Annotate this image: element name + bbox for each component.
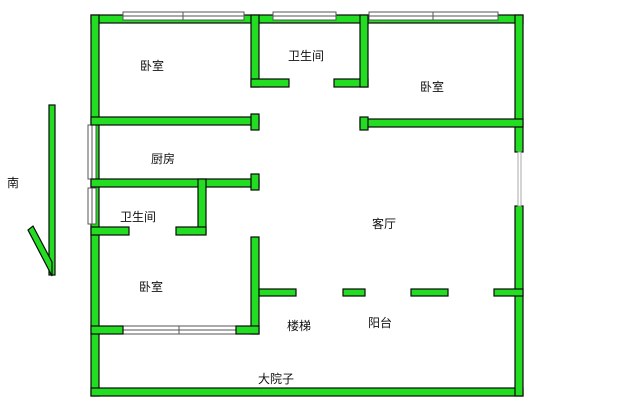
label-bedroom-bottom-left: 卧室 xyxy=(139,279,163,294)
bedroom-right-bottom-wall xyxy=(359,118,524,128)
outer-wall-bottom xyxy=(90,387,524,397)
outer-wall-right-lower xyxy=(514,205,524,397)
label-stairs: 楼梯 xyxy=(287,318,311,333)
window-top-middle xyxy=(272,11,337,21)
bedroom-bottom-right-wall xyxy=(250,236,260,335)
south-arrow-icon xyxy=(27,104,56,277)
bedroom-right-door-stub xyxy=(359,116,369,131)
bedroom-kitchen-divider xyxy=(90,116,260,126)
label-balcony: 阳台 xyxy=(368,315,392,330)
bedroom-bottom-bottom-right xyxy=(235,325,260,335)
balcony-dash-4 xyxy=(493,288,524,297)
window-bottom-bedroom xyxy=(120,325,239,335)
balcony-dash-3 xyxy=(410,288,449,297)
bath-left-bottom-left xyxy=(90,226,130,236)
bath-left-bottom-right xyxy=(175,226,207,236)
label-bathroom-top: 卫生间 xyxy=(288,49,324,63)
bedroom-bottom-bottom-left xyxy=(90,325,124,335)
window-top-right xyxy=(368,11,499,21)
balcony-dash-1 xyxy=(258,288,297,297)
window-left-bathroom xyxy=(87,187,97,225)
kitchen-door-stub-top xyxy=(250,113,260,131)
label-living-room: 客厅 xyxy=(372,216,396,231)
outer-wall-right-upper xyxy=(514,14,524,153)
bath-top-bottom-left xyxy=(250,78,290,88)
bath-top-left-wall xyxy=(250,14,260,88)
window-left-kitchen xyxy=(87,124,97,180)
kitchen-bath-divider xyxy=(90,178,260,188)
balcony-dash-2 xyxy=(342,288,366,297)
right-opening xyxy=(517,151,522,207)
bath-top-right-wall xyxy=(359,14,369,88)
label-bedroom-top-right: 卧室 xyxy=(420,79,444,94)
label-bathroom-left: 卫生间 xyxy=(120,210,156,224)
label-kitchen: 厨房 xyxy=(151,151,175,166)
label-bedroom-top-left: 卧室 xyxy=(140,58,164,73)
label-compass-south: 南 xyxy=(7,175,19,190)
label-courtyard: 大院子 xyxy=(258,372,294,386)
bath-left-right-wall xyxy=(197,178,207,235)
window-top-left xyxy=(122,11,245,21)
kitchen-door-stub-bottom xyxy=(250,173,260,191)
